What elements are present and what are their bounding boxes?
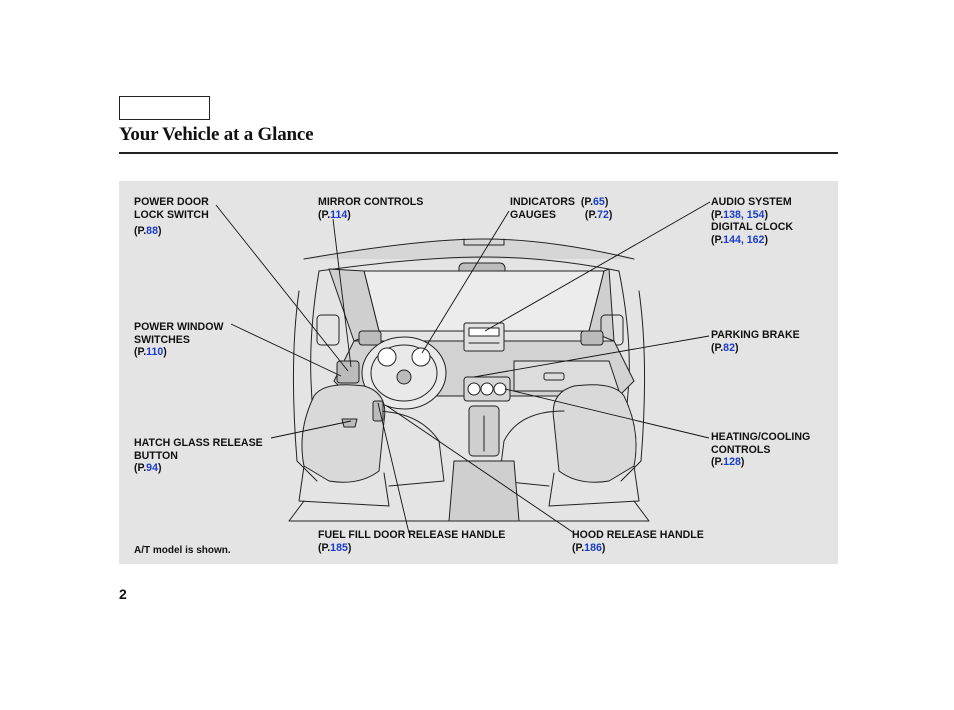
leader-mirror — [332, 218, 352, 368]
leader-hood — [386, 405, 575, 534]
page-ref-suffix: ) — [764, 233, 768, 246]
callout-text: AUDIO SYSTEM — [711, 196, 792, 208]
page-ref-link[interactable]: 138 — [723, 208, 741, 221]
page-ref-link[interactable]: 144 — [723, 233, 741, 246]
page-ref-link[interactable]: 88 — [146, 225, 158, 237]
page-ref-prefix: (P. — [711, 341, 724, 354]
callout-text: LOCK SWITCH — [134, 208, 209, 221]
section-tab-box — [119, 96, 210, 120]
page-ref-suffix: ) — [601, 541, 606, 554]
page-ref-suffix: ) — [157, 462, 162, 474]
page-ref-suffix: ) — [347, 541, 352, 554]
page-ref-prefix: (P. — [584, 208, 598, 221]
page-ref-suffix: ) — [157, 225, 162, 237]
page-ref-link[interactable]: 128 — [723, 456, 741, 468]
callout-hood-release-handle: HOOD RELEASE HANDLE (P.186) — [572, 529, 704, 554]
page-ref-prefix: (P. — [572, 541, 585, 554]
page-ref-prefix: (P. — [134, 225, 147, 237]
callout-text: SWITCHES — [134, 333, 190, 346]
callout-text: POWER DOOR — [134, 196, 209, 208]
page-ref-suffix: ) — [740, 456, 745, 468]
leader-heating — [504, 388, 710, 439]
callout-parking-brake: PARKING BRAKE (P.82) — [711, 329, 800, 354]
leader-hatch — [270, 420, 352, 439]
page-ref-suffix: ) — [764, 208, 768, 221]
page-title: Your Vehicle at a Glance — [119, 124, 314, 145]
page-ref-link[interactable]: 185 — [330, 541, 348, 554]
model-note: A/T model is shown. — [134, 545, 231, 556]
page-ref-prefix: (P. — [134, 462, 147, 474]
page-ref-link[interactable]: 154 — [746, 208, 765, 221]
callout-indicators-gauges: INDICATORS (P.65) GAUGES (P.72) — [510, 196, 612, 221]
leader-fuel — [377, 402, 410, 534]
page-ref-suffix: ) — [604, 196, 609, 208]
page-ref-suffix: ) — [347, 208, 351, 221]
leader-power-window — [230, 323, 342, 377]
callout-text: GAUGES — [510, 208, 556, 221]
page-ref-link[interactable]: 82 — [723, 341, 735, 354]
callout-power-door-lock-switch: POWER DOOR LOCK SWITCH (P.88) — [134, 196, 209, 238]
page-ref-prefix: (P. — [711, 208, 724, 221]
callout-text: CONTROLS — [711, 443, 771, 456]
callout-text: HOOD RELEASE HANDLE — [572, 529, 704, 541]
leader-parking-brake — [473, 335, 710, 378]
page-ref-prefix: (P. — [318, 541, 331, 554]
page-ref-link[interactable]: 65 — [593, 196, 605, 208]
callout-text: HATCH GLASS RELEASE — [134, 437, 263, 449]
title-rule — [119, 152, 838, 154]
callout-audio-system-clock: AUDIO SYSTEM (P.138, 154) DIGITAL CLOCK … — [711, 196, 793, 246]
callout-text: HEATING/COOLING — [711, 431, 811, 443]
leader-indicators — [421, 210, 510, 354]
page-ref-suffix: ) — [608, 208, 613, 221]
leader-audio — [484, 201, 711, 332]
callout-text: DIGITAL CLOCK — [711, 221, 793, 233]
page-ref-prefix: (P. — [134, 346, 147, 358]
page-ref-link[interactable]: 72 — [597, 208, 609, 221]
callout-hatch-glass-release: HATCH GLASS RELEASE BUTTON (P.94) — [134, 437, 263, 475]
page-ref-link[interactable]: 162 — [746, 233, 765, 246]
callout-fuel-fill-door-release: FUEL FILL DOOR RELEASE HANDLE (P.185) — [318, 529, 505, 554]
leader-power-door — [215, 204, 349, 372]
callout-text: FUEL FILL DOOR RELEASE HANDLE — [318, 529, 506, 541]
callout-heating-cooling-controls: HEATING/COOLING CONTROLS (P.128) — [711, 431, 810, 469]
callout-text: INDICATORS — [510, 196, 575, 208]
page-ref-prefix: (P. — [711, 456, 724, 468]
page-ref-link[interactable]: 114 — [330, 208, 348, 221]
page-ref-separator: , — [740, 208, 747, 221]
page-ref-suffix: ) — [734, 341, 739, 354]
page-ref-link[interactable]: 110 — [146, 346, 164, 358]
page-ref-prefix: (P. — [580, 196, 594, 208]
callout-text: BUTTON — [134, 449, 178, 462]
callout-mirror-controls: MIRROR CONTROLS (P.114) — [318, 196, 423, 221]
page-ref-link[interactable]: 186 — [584, 541, 602, 554]
callout-text: PARKING BRAKE — [711, 329, 800, 341]
callout-text: MIRROR CONTROLS — [318, 196, 424, 208]
dashboard-illustration-panel: POWER DOOR LOCK SWITCH (P.88) MIRROR CON… — [119, 181, 838, 564]
page-ref-prefix: (P. — [318, 208, 331, 221]
page-ref-suffix: ) — [163, 346, 167, 358]
page-ref-prefix: (P. — [711, 233, 724, 246]
page-number: 2 — [119, 586, 127, 602]
dashboard-illustration — [215, 201, 711, 534]
callout-text: POWER WINDOW — [134, 321, 224, 333]
page-ref-separator: , — [740, 233, 747, 246]
page-ref-link[interactable]: 94 — [146, 462, 158, 474]
callout-power-window-switches: POWER WINDOW SWITCHES (P.110) — [134, 321, 223, 359]
